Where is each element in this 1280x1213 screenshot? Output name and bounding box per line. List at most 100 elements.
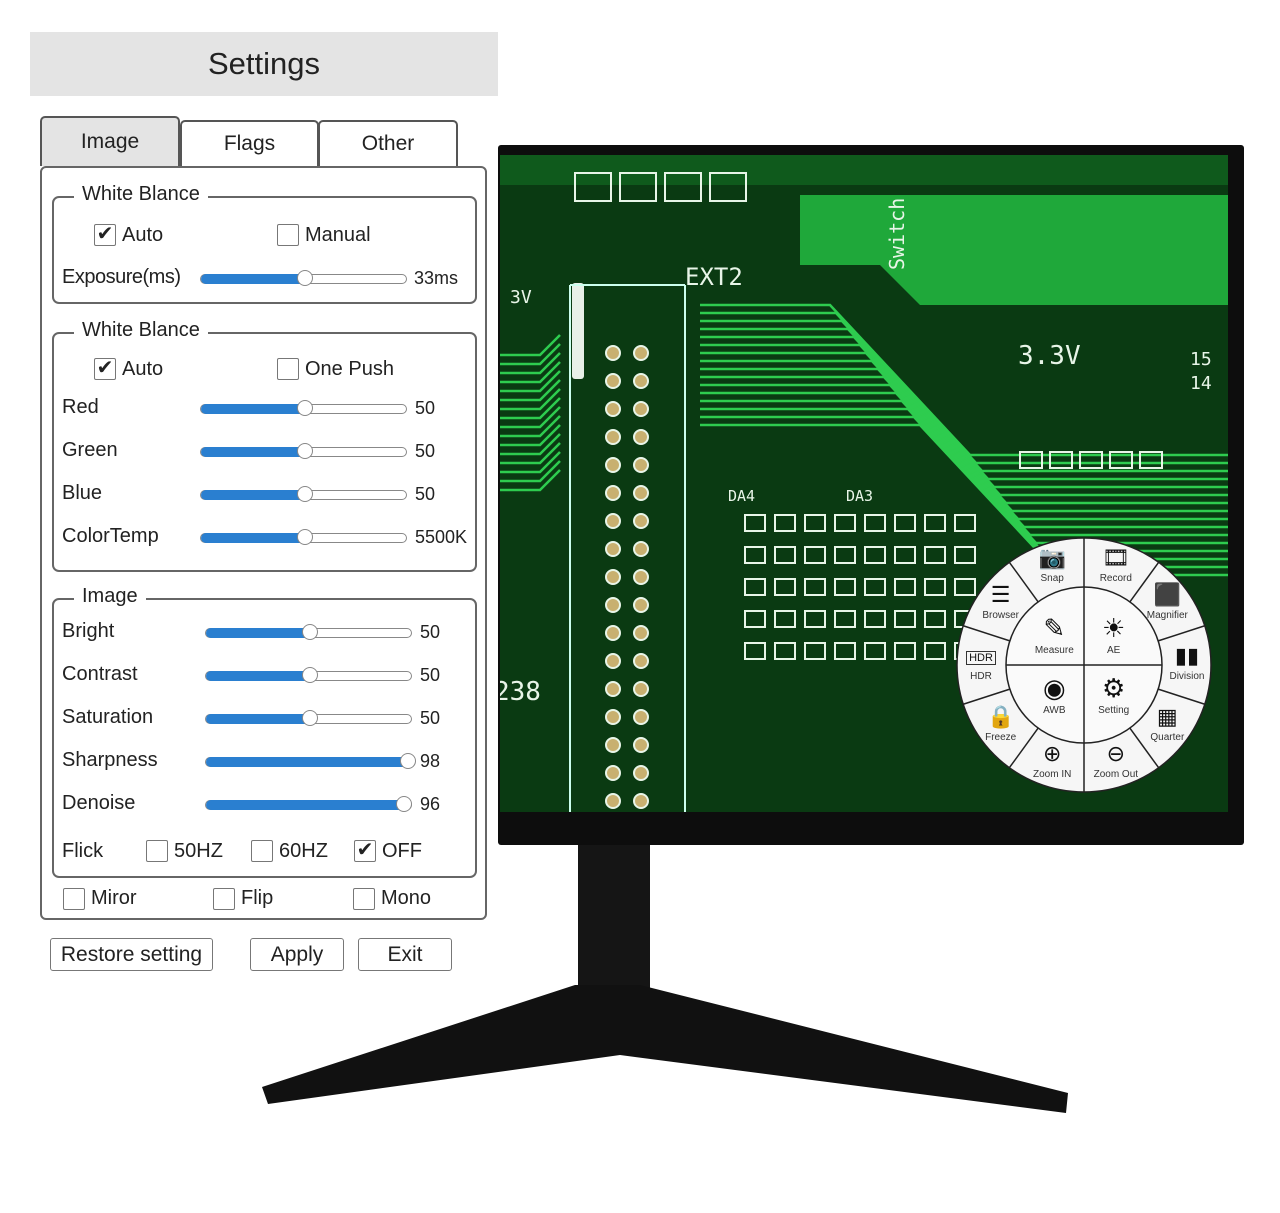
- flick-50hz-checkbox[interactable]: [146, 840, 168, 862]
- slider-green[interactable]: [200, 443, 407, 459]
- radial-menu: 🎞Record⬛Magnifier▮▮Division▦Quarter⊖Zoom…: [956, 537, 1212, 793]
- one-push-checkbox[interactable]: [277, 358, 299, 380]
- flick-label: Flick: [62, 840, 104, 862]
- measure-icon: ✎: [1043, 613, 1066, 644]
- settings-title-bar: Settings: [30, 32, 498, 96]
- pcb-label: Switch: [885, 197, 909, 270]
- manual-label: Manual: [305, 224, 371, 246]
- slider-label: ColorTemp: [62, 525, 159, 547]
- radial-label: Zoom Out: [1093, 768, 1139, 780]
- record-icon: 🎞: [1101, 545, 1130, 571]
- slider-value: 50: [420, 665, 441, 685]
- slider-blue[interactable]: [200, 486, 407, 502]
- apply-button[interactable]: Apply: [250, 938, 344, 971]
- slider-value: 50: [415, 484, 436, 504]
- radial-label: Quarter: [1150, 731, 1185, 743]
- auto-checkbox[interactable]: ✔: [94, 224, 116, 246]
- pcb-label: 238: [500, 677, 541, 707]
- slider-thumb[interactable]: [296, 400, 313, 416]
- radial-label: Division: [1169, 671, 1205, 682]
- radial-label: Record: [1099, 573, 1132, 585]
- slider-value: 50: [415, 441, 436, 461]
- slider-thumb[interactable]: [301, 667, 318, 683]
- pcb-label: 14: [1190, 373, 1212, 394]
- slider-thumb[interactable]: [296, 529, 313, 545]
- restore-setting-button[interactable]: Restore setting: [50, 938, 213, 971]
- flip-checkbox[interactable]: [213, 888, 235, 910]
- exit-button[interactable]: Exit: [358, 938, 452, 971]
- tab-image[interactable]: Image: [40, 116, 180, 166]
- hdr-icon: HDR: [966, 651, 996, 665]
- slider-label: Red: [62, 396, 99, 418]
- flick-option-label: 60HZ: [279, 840, 328, 862]
- camera-icon: 📷: [1038, 545, 1066, 571]
- option-label: Flip: [241, 887, 274, 909]
- freeze-icon: 🔒: [986, 703, 1015, 729]
- slider-red[interactable]: [200, 400, 407, 416]
- one-push-label: One Push: [305, 358, 394, 380]
- slider-bright[interactable]: [205, 624, 412, 640]
- flick-off-checkbox[interactable]: ✔: [354, 840, 376, 862]
- slider-thumb[interactable]: [395, 796, 412, 812]
- slider-value: 96: [420, 794, 441, 814]
- slider-value: 50: [415, 398, 436, 418]
- radial-label: AE: [1107, 645, 1121, 657]
- radial-label: Browser: [982, 610, 1019, 622]
- quarter-icon: ▦: [1156, 703, 1178, 729]
- slider-thumb[interactable]: [399, 753, 416, 769]
- group-legend: White Blance: [74, 319, 208, 342]
- gear-icon: ⚙: [1102, 672, 1126, 703]
- flick-option-label: OFF: [382, 840, 422, 862]
- tab-flags[interactable]: Flags: [180, 120, 319, 166]
- slider-contrast[interactable]: [205, 667, 412, 683]
- miror-checkbox[interactable]: [63, 888, 85, 910]
- pcb-label: DA4: [728, 487, 756, 505]
- pcb-label: EXT2: [685, 263, 743, 291]
- manual-checkbox[interactable]: [277, 224, 299, 246]
- browser-icon: ☰: [990, 582, 1011, 608]
- flick-option-label: 50HZ: [174, 840, 223, 862]
- wb-auto-checkbox[interactable]: ✔: [94, 358, 116, 380]
- slider-colortemp[interactable]: [200, 529, 407, 545]
- flick-60hz-checkbox[interactable]: [251, 840, 273, 862]
- exposure-group: White Blance ✔ Auto Manual Exposure(ms) …: [52, 183, 477, 304]
- slider-thumb[interactable]: [296, 486, 313, 502]
- slider-thumb[interactable]: [296, 443, 313, 459]
- mono-checkbox[interactable]: [353, 888, 375, 910]
- slider-sharpness[interactable]: [205, 753, 416, 769]
- awb-icon: ◉: [1042, 672, 1066, 703]
- option-label: Mono: [381, 887, 432, 909]
- radial-label: Measure: [1034, 645, 1074, 657]
- radial-label: Snap: [1040, 573, 1064, 585]
- slider-label: Denoise: [62, 792, 136, 814]
- pcb-label: 3.3V: [1018, 341, 1081, 371]
- radial-label: HDR: [970, 671, 992, 682]
- radial-label: Zoom IN: [1032, 768, 1072, 780]
- slider-label: Saturation: [62, 706, 154, 728]
- slider-thumb[interactable]: [296, 270, 313, 286]
- magnifier-icon: ⬛: [1153, 582, 1182, 608]
- option-label: Miror: [91, 887, 137, 909]
- slider-denoise[interactable]: [205, 796, 412, 812]
- radial-label: AWB: [1043, 704, 1066, 716]
- group-legend: Image: [74, 585, 146, 608]
- slider-thumb[interactable]: [301, 624, 318, 640]
- ae-icon: ☀: [1102, 613, 1126, 644]
- radial-label: Setting: [1098, 704, 1130, 716]
- exposure-slider[interactable]: [200, 270, 407, 286]
- exposure-value: 33ms: [414, 268, 459, 288]
- slider-thumb[interactable]: [301, 710, 318, 726]
- image-settings-panel: White Blance ✔ Auto Manual Exposure(ms) …: [40, 166, 487, 920]
- slider-label: Bright: [62, 620, 115, 642]
- exposure-label: Exposure(ms): [62, 266, 181, 288]
- pcb-label: DA3: [846, 487, 874, 505]
- slider-saturation[interactable]: [205, 710, 412, 726]
- tab-other[interactable]: Other: [318, 120, 458, 166]
- slider-value: 50: [420, 622, 441, 642]
- slider-value: 50: [420, 708, 441, 728]
- wb-auto-label: Auto: [122, 358, 164, 380]
- pcb-label: 3V: [510, 287, 532, 308]
